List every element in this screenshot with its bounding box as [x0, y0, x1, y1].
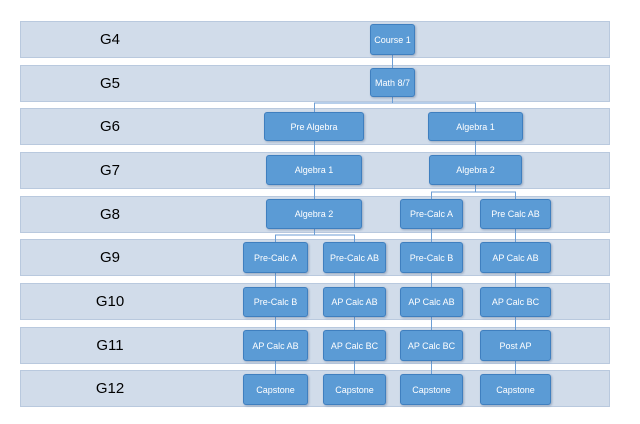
- course-node-ap-calc-ab-g11: AP Calc AB: [243, 330, 308, 361]
- course-node-pre-calc-b-g10: Pre-Calc B: [243, 287, 308, 317]
- grade-label-g10: G10: [95, 293, 125, 310]
- course-node-pre-calc-ab-g9: Pre-Calc AB: [323, 242, 386, 273]
- grade-band-g4: [20, 21, 610, 58]
- course-node-ap-calc-bc-g11-a: AP Calc BC: [323, 330, 386, 361]
- course-node-pre-calc-b-g9: Pre-Calc B: [400, 242, 463, 273]
- grade-label-g6: G6: [99, 118, 120, 135]
- course-node-math-8-7: Math 8/7: [370, 68, 415, 97]
- course-node-ap-calc-bc-g11-b: AP Calc BC: [400, 330, 463, 361]
- course-node-post-ap: Post AP: [480, 330, 551, 361]
- grade-label-g12: G12: [95, 380, 125, 397]
- course-node-capstone-3: Capstone: [400, 374, 463, 405]
- course-node-pre-calc-ab-g8: Pre Calc AB: [480, 199, 551, 229]
- course-node-capstone-4: Capstone: [480, 374, 551, 405]
- course-node-pre-calc-a-g9: Pre-Calc A: [243, 242, 308, 273]
- course-node-ap-calc-ab-g9: AP Calc AB: [480, 242, 551, 273]
- course-node-pre-calc-a-g8: Pre-Calc A: [400, 199, 463, 229]
- grade-label-g7: G7: [99, 162, 120, 179]
- grade-label-g8: G8: [99, 206, 120, 223]
- course-node-algebra-1-g7: Algebra 1: [266, 155, 362, 185]
- course-node-algebra-1-g6: Algebra 1: [428, 112, 523, 141]
- course-node-capstone-1: Capstone: [243, 374, 308, 405]
- grade-label-g5: G5: [99, 75, 120, 92]
- course-node-capstone-2: Capstone: [323, 374, 386, 405]
- course-node-ap-calc-bc-g10: AP Calc BC: [480, 287, 551, 317]
- grade-label-g4: G4: [99, 31, 120, 48]
- course-node-algebra-2-g7: Algebra 2: [429, 155, 522, 185]
- grade-label-g9: G9: [99, 249, 120, 266]
- course-node-ap-calc-ab-g10-a: AP Calc AB: [323, 287, 386, 317]
- grade-label-g11: G11: [96, 337, 124, 354]
- course-node-ap-calc-ab-g10-b: AP Calc AB: [400, 287, 463, 317]
- course-node-pre-algebra: Pre Algebra: [264, 112, 364, 141]
- grade-band-g5: [20, 65, 610, 102]
- course-node-course-1: Course 1: [370, 24, 415, 55]
- course-node-algebra-2-g8: Algebra 2: [266, 199, 362, 229]
